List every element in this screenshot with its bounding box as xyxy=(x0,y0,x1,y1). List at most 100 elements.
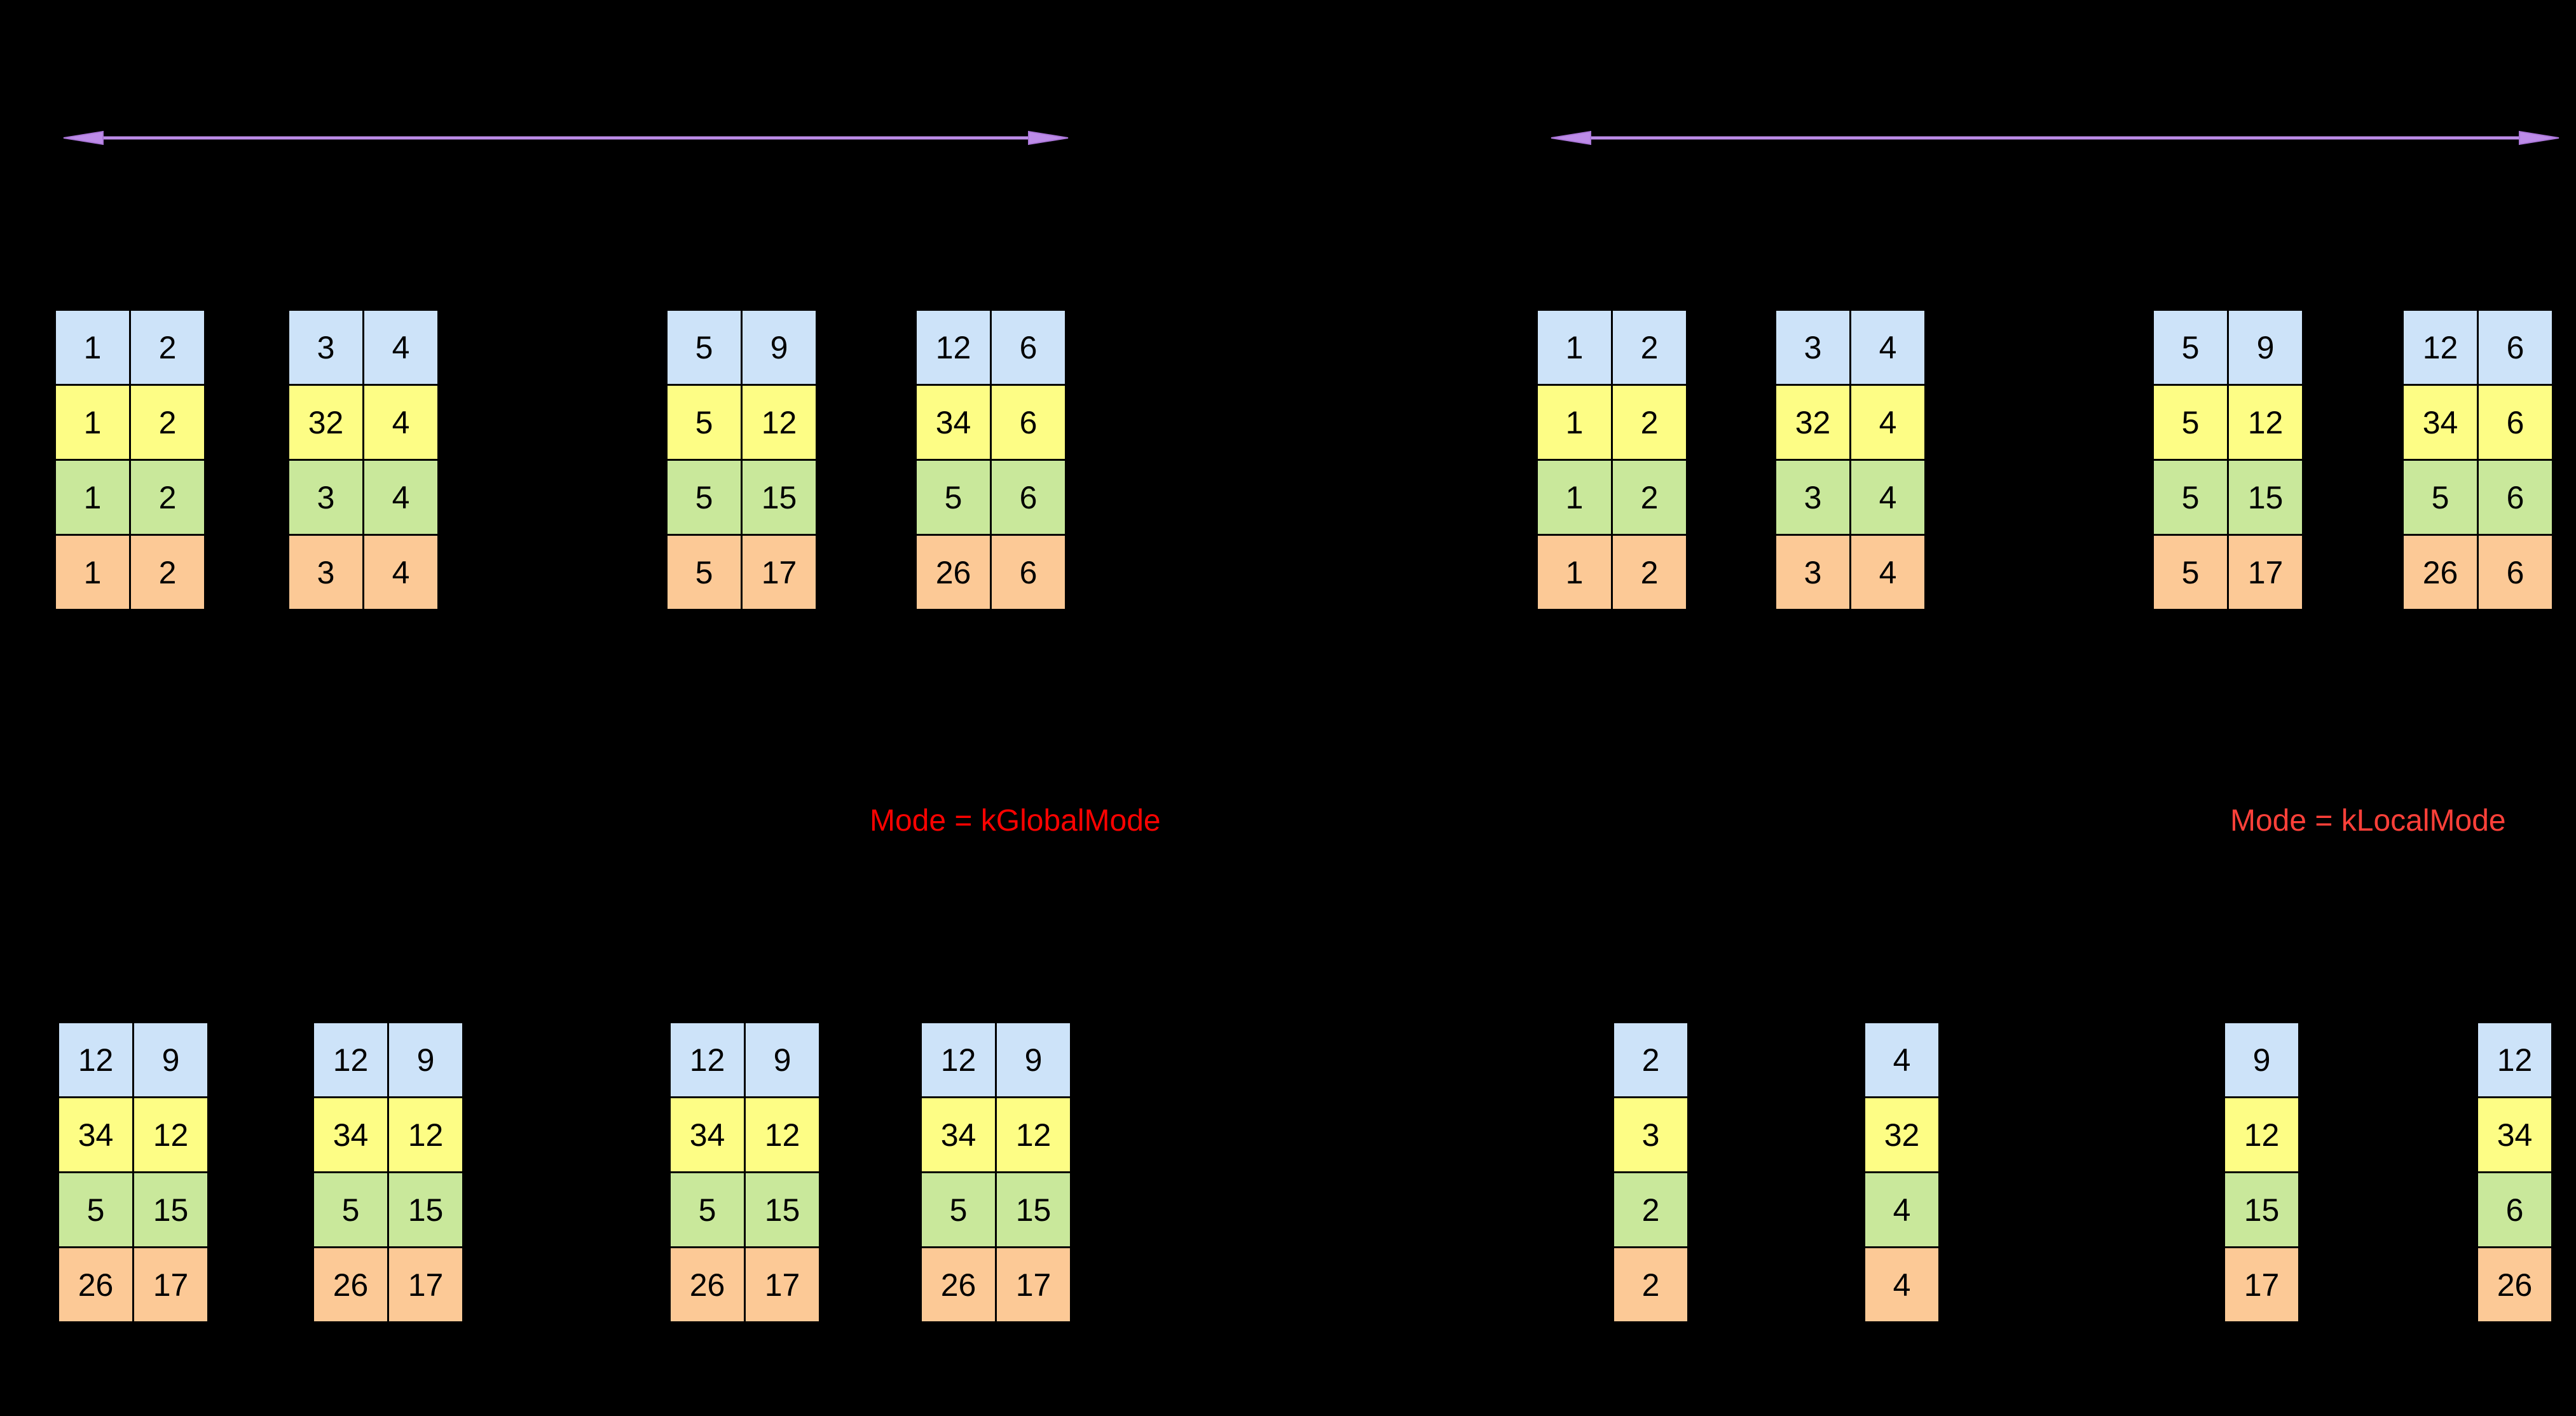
table-cell: 3 xyxy=(289,461,362,534)
table-cell: 15 xyxy=(134,1173,207,1246)
table-cell: 3 xyxy=(1614,1098,1687,1171)
table-cell: 6 xyxy=(2478,1173,2551,1246)
table-cell: 4 xyxy=(364,536,437,609)
table-cell: 6 xyxy=(2479,461,2552,534)
table-cell: 4 xyxy=(1865,1023,1938,1096)
span-arrow-right-icon xyxy=(1551,130,2559,146)
table-cell: 2 xyxy=(131,386,204,459)
table-cell: 9 xyxy=(743,311,816,384)
table-cell: 26 xyxy=(671,1248,744,1321)
table-cell: 9 xyxy=(389,1023,462,1096)
table-cell: 1 xyxy=(56,461,129,534)
table-cell: 4 xyxy=(1851,311,1924,384)
table-cell: 1 xyxy=(1538,536,1611,609)
table-cell: 5 xyxy=(2154,536,2227,609)
table-cell: 5 xyxy=(314,1173,387,1246)
table-cell: 6 xyxy=(2479,386,2552,459)
table-cell: 12 xyxy=(314,1023,387,1096)
table-cell: 5 xyxy=(2154,311,2227,384)
table-cell: 9 xyxy=(134,1023,207,1096)
table-cell: 5 xyxy=(668,461,741,534)
table-cell: 12 xyxy=(389,1098,462,1171)
table-cell: 4 xyxy=(1851,536,1924,609)
span-arrow-left-icon xyxy=(63,130,1069,146)
table-cell: 4 xyxy=(1865,1173,1938,1246)
table-cell: 2 xyxy=(131,311,204,384)
table-cell: 26 xyxy=(314,1248,387,1321)
table-cell: 2 xyxy=(1613,311,1686,384)
table-cell: 5 xyxy=(671,1173,744,1246)
table-cell: 4 xyxy=(1851,461,1924,534)
table-cell: 5 xyxy=(917,461,990,534)
table-cell: 6 xyxy=(992,461,1065,534)
table-cell: 6 xyxy=(2479,536,2552,609)
table-cell: 6 xyxy=(992,311,1065,384)
table-cell: 32 xyxy=(1776,386,1849,459)
local-mode-label: Mode = kLocalMode xyxy=(2230,804,2506,838)
table-cell: 4 xyxy=(364,461,437,534)
table-cell: 6 xyxy=(992,536,1065,609)
table-cell: 15 xyxy=(2225,1173,2298,1246)
table-cell: 32 xyxy=(289,386,362,459)
table-cell: 5 xyxy=(668,536,741,609)
table-cell: 9 xyxy=(2225,1023,2298,1096)
global-mode-label: Mode = kGlobalMode xyxy=(870,804,1161,838)
table-cell: 1 xyxy=(56,311,129,384)
table-cell: 34 xyxy=(922,1098,995,1171)
table-cell: 17 xyxy=(743,536,816,609)
table-cell: 15 xyxy=(389,1173,462,1246)
table-cell: 17 xyxy=(134,1248,207,1321)
table-cell: 1 xyxy=(56,386,129,459)
table-cell: 9 xyxy=(997,1023,1070,1096)
table-cell: 6 xyxy=(992,386,1065,459)
table-cell: 12 xyxy=(59,1023,132,1096)
table-cell: 3 xyxy=(1776,536,1849,609)
table-cell: 9 xyxy=(746,1023,819,1096)
table-cell: 12 xyxy=(2225,1098,2298,1171)
table-cell: 15 xyxy=(997,1173,1070,1246)
table-cell: 15 xyxy=(743,461,816,534)
table-cell: 17 xyxy=(2229,536,2302,609)
table-cell: 17 xyxy=(389,1248,462,1321)
table-cell: 2 xyxy=(1613,461,1686,534)
table-cell: 17 xyxy=(997,1248,1070,1321)
table-cell: 5 xyxy=(2154,461,2227,534)
table-cell: 2 xyxy=(131,461,204,534)
table-cell: 26 xyxy=(2478,1248,2551,1321)
table-cell: 15 xyxy=(746,1173,819,1246)
table-cell: 12 xyxy=(743,386,816,459)
table-cell: 2 xyxy=(1613,536,1686,609)
table-cell: 5 xyxy=(668,311,741,384)
table-cell: 12 xyxy=(134,1098,207,1171)
table-cell: 12 xyxy=(2404,311,2477,384)
table-cell: 34 xyxy=(671,1098,744,1171)
table-cell: 3 xyxy=(1776,461,1849,534)
table-cell: 2 xyxy=(1614,1023,1687,1096)
table-cell: 3 xyxy=(289,536,362,609)
table-cell: 4 xyxy=(364,311,437,384)
table-cell: 12 xyxy=(922,1023,995,1096)
table-cell: 4 xyxy=(1851,386,1924,459)
table-cell: 9 xyxy=(2229,311,2302,384)
table-cell: 15 xyxy=(2229,461,2302,534)
table-cell: 12 xyxy=(997,1098,1070,1171)
table-cell: 5 xyxy=(2154,386,2227,459)
table-cell: 2 xyxy=(131,536,204,609)
table-cell: 32 xyxy=(1865,1098,1938,1171)
table-cell: 4 xyxy=(364,386,437,459)
table-cell: 1 xyxy=(56,536,129,609)
